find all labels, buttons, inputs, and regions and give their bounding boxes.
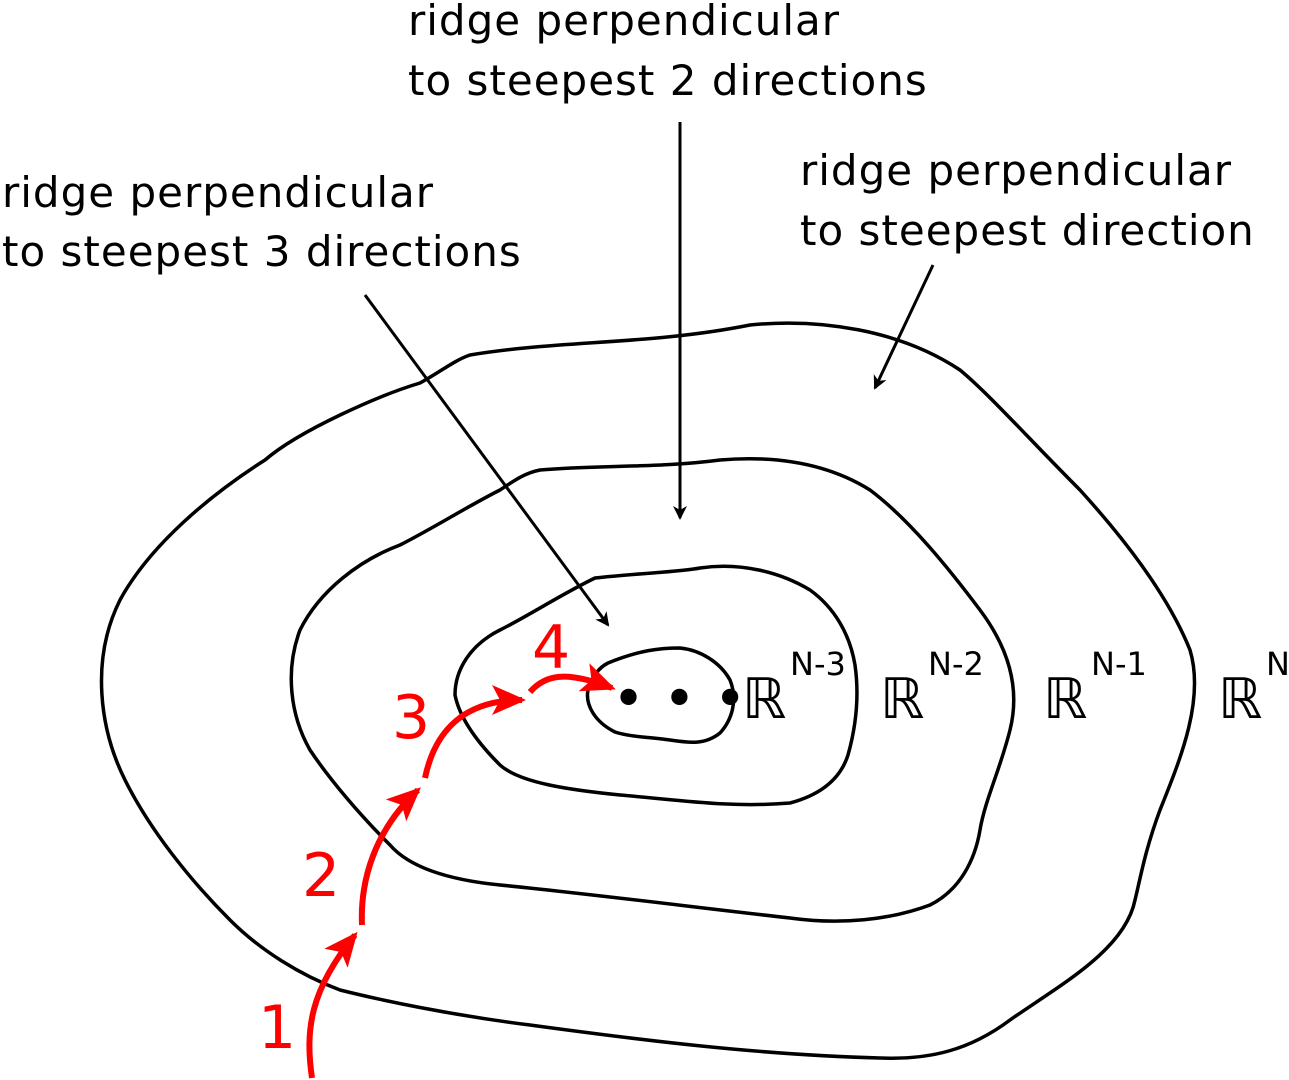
- pointer-ridge-3: [363, 294, 610, 627]
- annotation-ridge-2-line-1: ridge perpendicular: [408, 0, 840, 45]
- path-segment-1: [306, 931, 358, 1079]
- annotation-ridge-1-line-1: ridge perpendicular: [800, 146, 1232, 195]
- path-segment-2: [358, 787, 421, 926]
- step-label-4: 4: [532, 613, 570, 683]
- space-label-n2: ℝ: [880, 667, 924, 732]
- step-label-3: 3: [392, 683, 430, 753]
- space-label-n1: ℝ: [1043, 667, 1087, 732]
- annotation-ridge-3-line-2: to steepest 3 directions: [2, 227, 522, 276]
- space-label-n: ℝ: [1218, 667, 1262, 732]
- space-exp-n3: N-3: [790, 645, 846, 683]
- path-segment-4: [527, 663, 616, 695]
- annotation-ridge-3-line-1: ridge perpendicular: [2, 168, 434, 217]
- contour-inner: [453, 564, 859, 807]
- annotation-ridge-2-line-2: to steepest 2 directions: [408, 56, 928, 105]
- step-label-1: 1: [258, 993, 296, 1063]
- space-exp-n1: N-1: [1091, 645, 1147, 683]
- contour-middle: [289, 457, 1016, 923]
- space-exp-n: N: [1266, 645, 1289, 683]
- step-label-2: 2: [302, 841, 340, 911]
- contour-innermost: [585, 646, 736, 745]
- path-segment-3: [422, 685, 526, 779]
- space-label-n3: ℝ: [742, 667, 786, 732]
- pointer-ridge-1: [873, 264, 935, 390]
- contour-outer: [99, 321, 1197, 1060]
- ellipsis-dots: • • •: [612, 667, 747, 732]
- annotation-ridge-1-line-2: to steepest direction: [800, 206, 1255, 255]
- space-exp-n2: N-2: [928, 645, 984, 683]
